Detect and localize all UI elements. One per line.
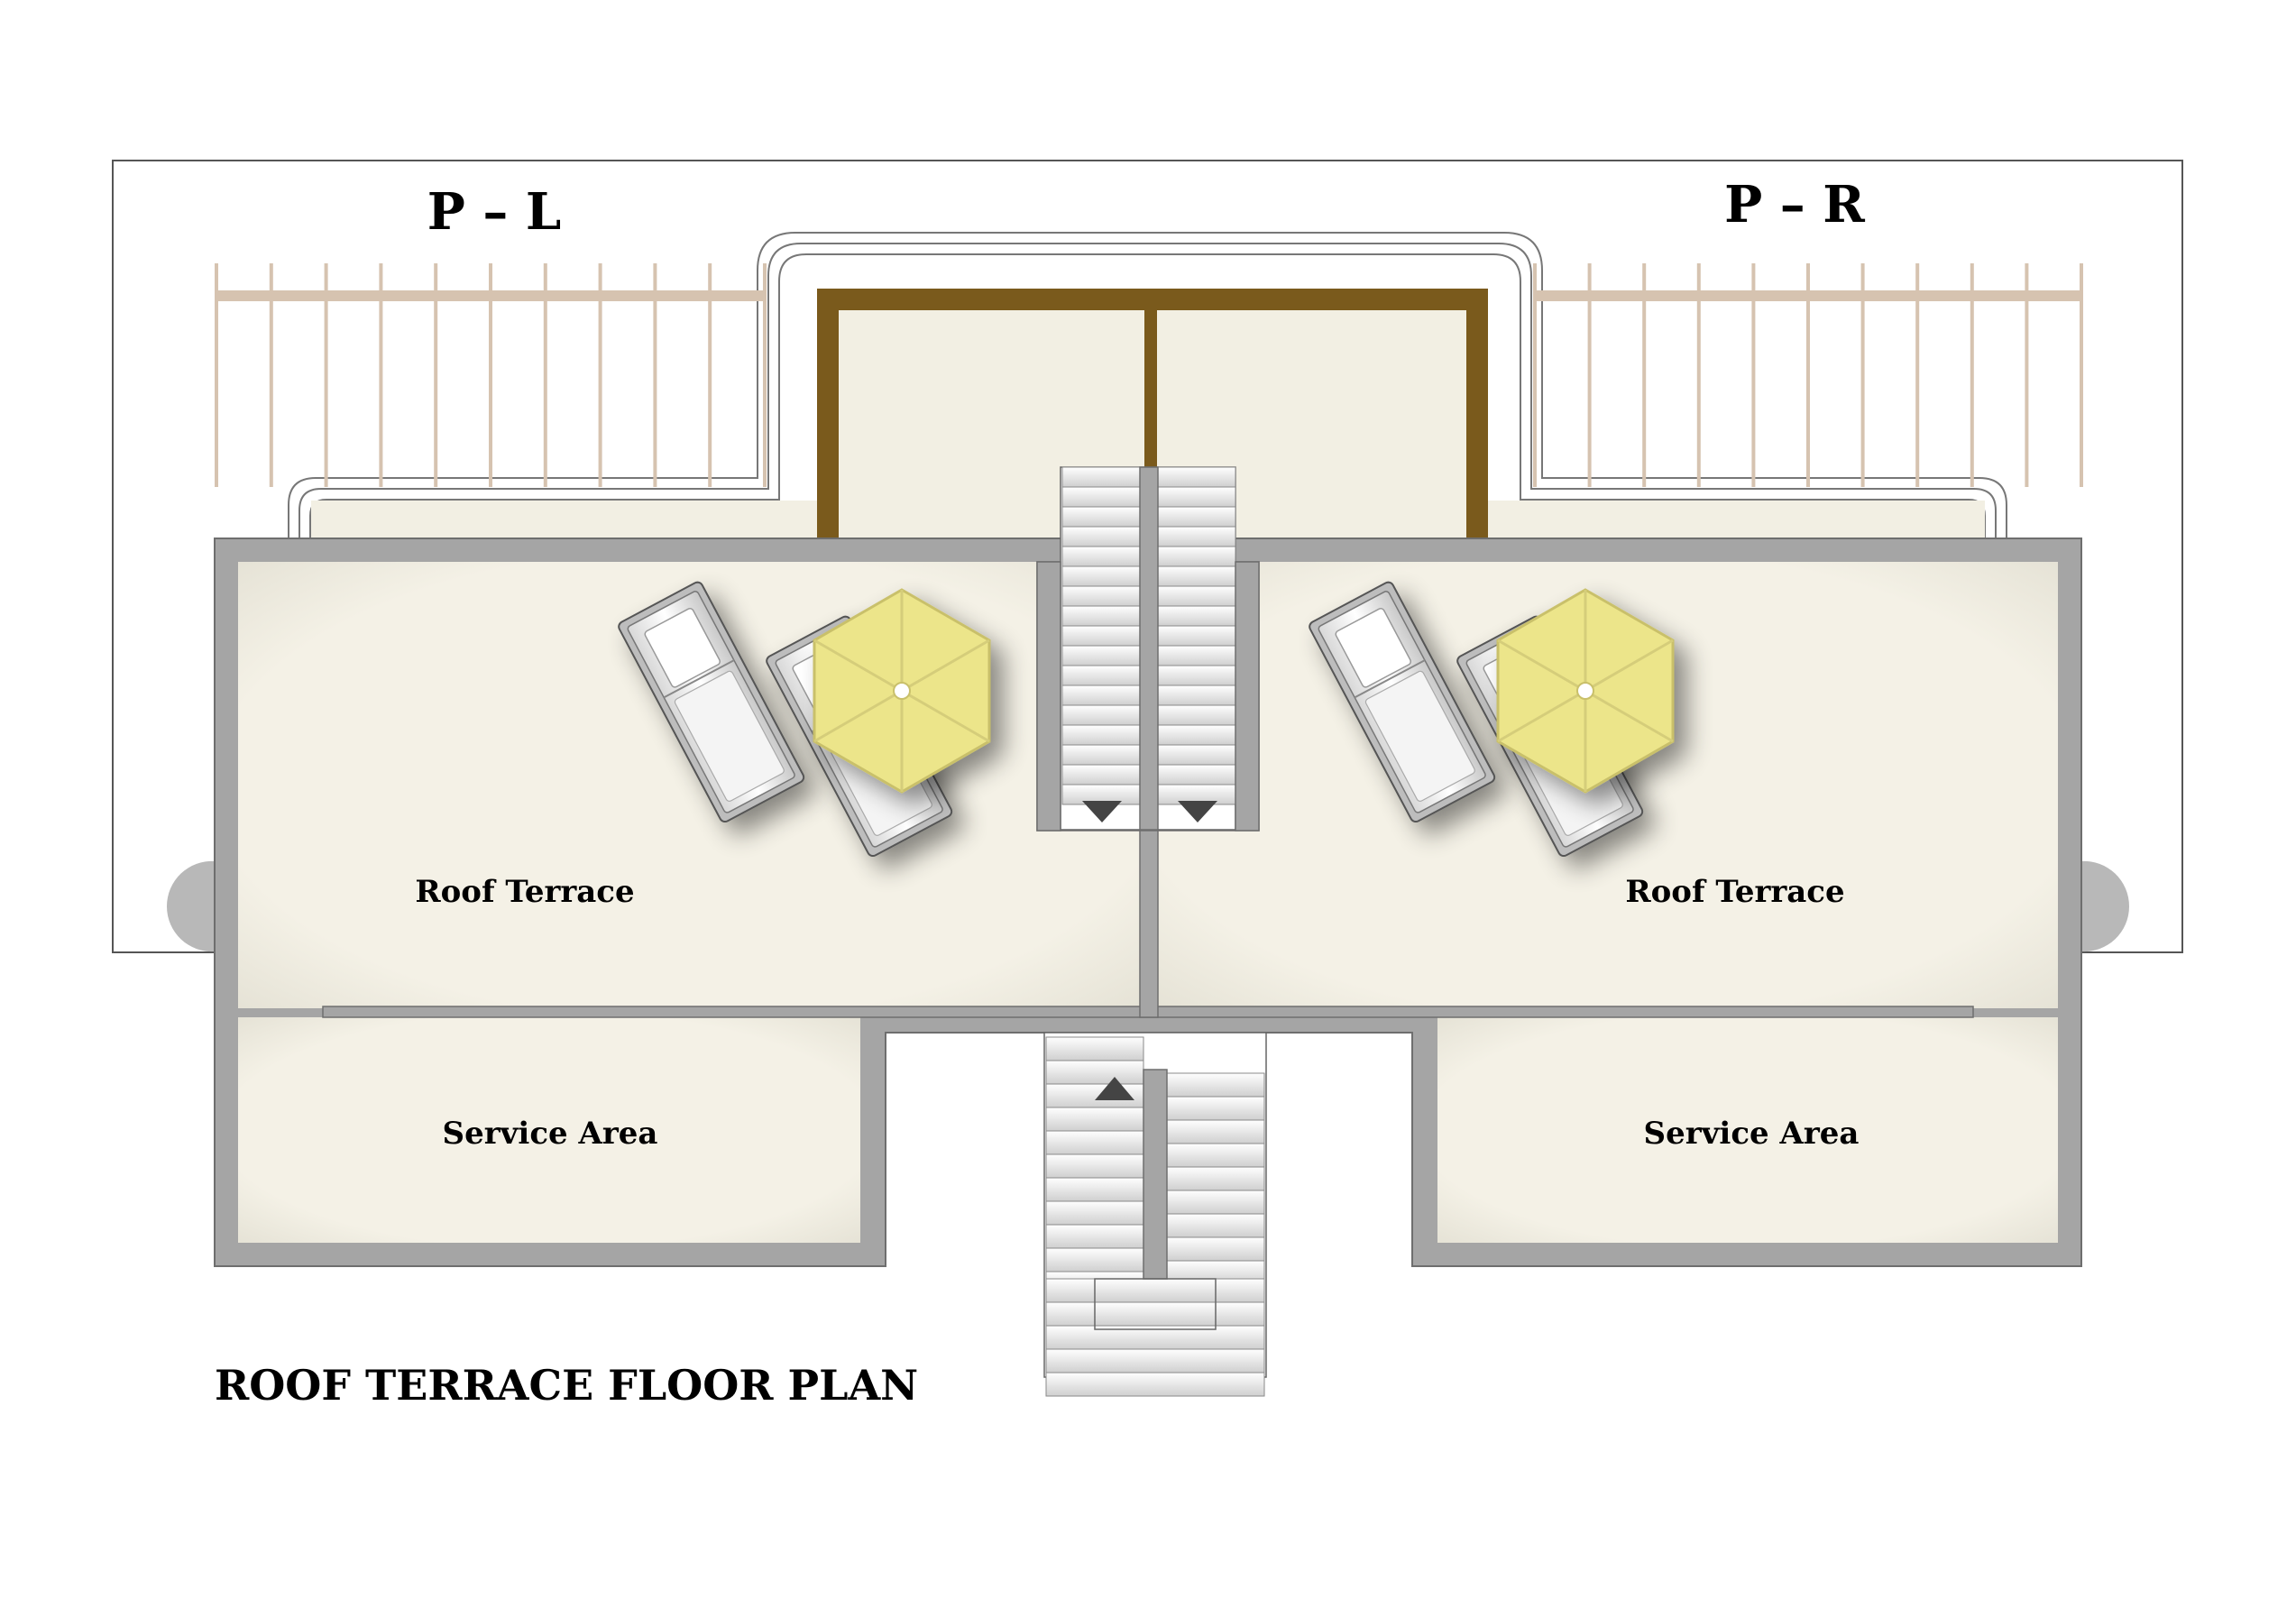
side-bay-right bbox=[2081, 860, 2130, 952]
stair-step bbox=[1061, 526, 1141, 547]
stair-step bbox=[1061, 585, 1141, 607]
stair-step bbox=[1061, 744, 1141, 766]
upper-stairs bbox=[1036, 466, 1260, 832]
stair-step bbox=[1157, 466, 1236, 488]
stair-step bbox=[1061, 704, 1141, 726]
stair-step bbox=[1045, 1348, 1265, 1374]
stair-arrow-icon bbox=[1095, 1077, 1134, 1100]
roof-terrace-label-right: Roof Terrace bbox=[1625, 874, 1844, 910]
stair-step bbox=[1157, 744, 1236, 766]
stair-step bbox=[1157, 506, 1236, 528]
stair-step bbox=[1061, 685, 1141, 706]
stair-step bbox=[1166, 1213, 1265, 1238]
service-area-right-floor bbox=[1437, 1017, 2058, 1243]
stair-step bbox=[1166, 1236, 1265, 1262]
stair-step bbox=[1157, 546, 1236, 567]
stair-step bbox=[1045, 1200, 1144, 1226]
stair-step bbox=[1045, 1036, 1144, 1061]
stair-step bbox=[1045, 1372, 1265, 1397]
roof-terrace-label-left: Roof Terrace bbox=[415, 874, 634, 910]
stair-step bbox=[1157, 565, 1236, 587]
service-area-left-floor bbox=[238, 1017, 860, 1243]
stair-step bbox=[1157, 486, 1236, 508]
stair-step bbox=[1061, 605, 1141, 627]
stair-step bbox=[1045, 1224, 1144, 1249]
stair-step bbox=[1061, 506, 1141, 528]
stair-step bbox=[1061, 645, 1141, 666]
stair-step bbox=[1061, 625, 1141, 647]
stair-step bbox=[1157, 605, 1236, 627]
stair-arrow-icon bbox=[1178, 801, 1217, 822]
stair-step bbox=[1157, 764, 1236, 786]
unit-label-left: P – L bbox=[427, 182, 561, 242]
railing-left bbox=[215, 263, 767, 487]
lower-stairs bbox=[1043, 1032, 1267, 1397]
stair-step bbox=[1166, 1096, 1265, 1121]
stair-step bbox=[1166, 1166, 1265, 1191]
plan-title: ROOF TERRACE FLOOR PLAN bbox=[215, 1361, 918, 1410]
railing-right bbox=[1533, 263, 2083, 487]
stair-step bbox=[1061, 665, 1141, 686]
service-area-label-right: Service Area bbox=[1644, 1116, 1860, 1152]
stair-step bbox=[1045, 1247, 1144, 1273]
stair-step bbox=[1157, 585, 1236, 607]
stair-step bbox=[1157, 724, 1236, 746]
stair-step bbox=[1157, 704, 1236, 726]
stair-step bbox=[1157, 665, 1236, 686]
stair-step bbox=[1157, 526, 1236, 547]
stair-step bbox=[1045, 1278, 1265, 1303]
stair-step bbox=[1166, 1119, 1265, 1144]
stair-step bbox=[1045, 1130, 1144, 1155]
stair-step bbox=[1157, 645, 1236, 666]
stair-step bbox=[1045, 1153, 1144, 1179]
stair-step bbox=[1061, 764, 1141, 786]
side-bay-left-shape bbox=[166, 860, 215, 952]
stair-step bbox=[1045, 1107, 1144, 1132]
stair-step bbox=[1061, 486, 1141, 508]
stair-step bbox=[1166, 1072, 1265, 1098]
stair-step bbox=[1166, 1143, 1265, 1168]
stair-step bbox=[1061, 724, 1141, 746]
stair-step bbox=[1166, 1190, 1265, 1215]
unit-label-right: P – R bbox=[1724, 175, 1865, 234]
stair-step bbox=[1045, 1060, 1144, 1085]
service-area-label-left: Service Area bbox=[443, 1116, 658, 1152]
stair-step bbox=[1157, 685, 1236, 706]
stair-arrow-icon bbox=[1082, 801, 1122, 822]
stair-step bbox=[1061, 565, 1141, 587]
stair-step bbox=[1045, 1301, 1265, 1327]
stair-step bbox=[1061, 546, 1141, 567]
stair-step bbox=[1157, 625, 1236, 647]
stair-step bbox=[1061, 466, 1141, 488]
stair-step bbox=[1045, 1177, 1144, 1202]
interior-wall-divider bbox=[1139, 829, 1159, 1018]
